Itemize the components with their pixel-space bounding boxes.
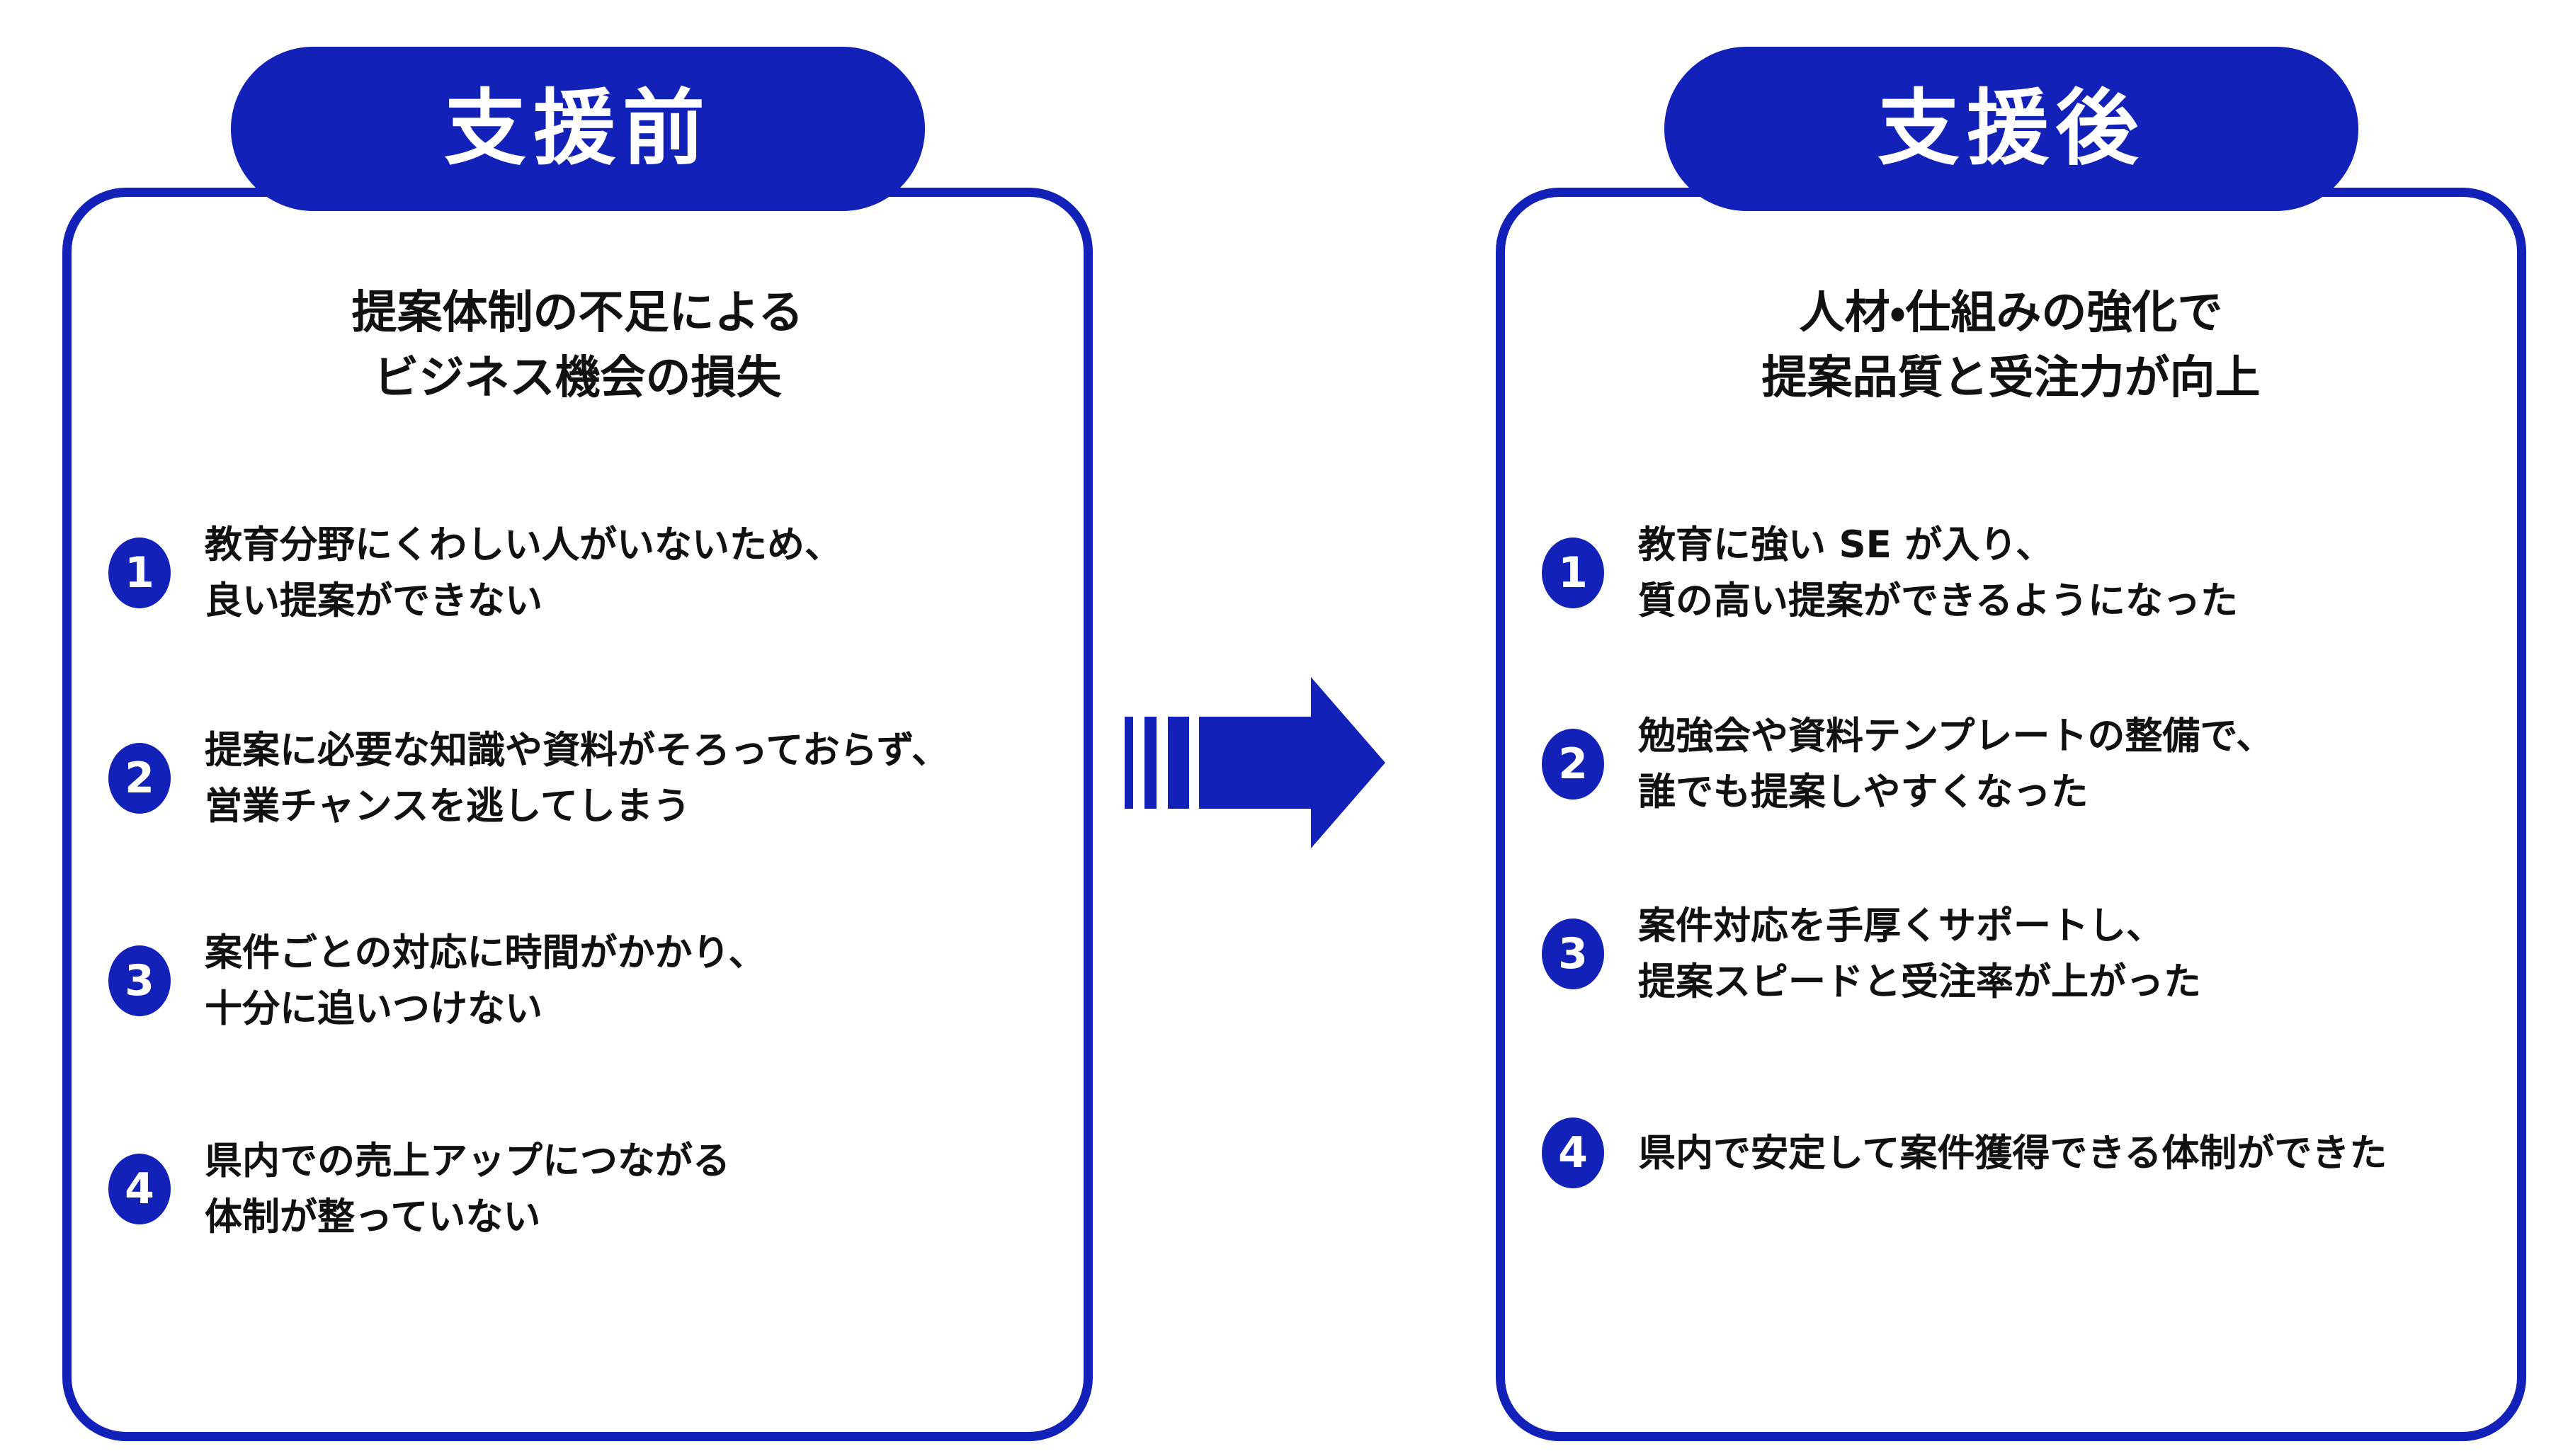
badge-number: 4	[1558, 1128, 1588, 1178]
after-subtitle: 人材・仕組みの強化で 提案品質と受注力が向上	[1505, 280, 2517, 411]
before-item-4: 4 県内での売上アップにつながる 体制が整っていない	[108, 1133, 730, 1245]
number-badge-2: 2	[108, 743, 171, 814]
before-item-3-text: 案件ごとの対応に時間がかかり、 十分に追いつけない	[205, 925, 766, 1037]
before-box: 提案体制の不足による ビジネス機会の損失 1 教育分野にくわしい人がいないため、…	[62, 188, 1093, 1441]
text-line: 質の高い提案ができるようになった	[1638, 579, 2238, 622]
after-box: 人材・仕組みの強化で 提案品質と受注力が向上 1 教育に強い SE が入り、 質…	[1496, 188, 2526, 1441]
text-line: 案件ごとの対応に時間がかかり、	[205, 931, 766, 974]
before-item-4-text: 県内での売上アップにつながる 体制が整っていない	[205, 1133, 730, 1245]
number-badge-4: 4	[108, 1154, 171, 1224]
after-item-2: 2 勉強会や資料テンプレートの整備で、 誰でも提案しやすくなった	[1542, 708, 2273, 820]
text-line: 勉強会や資料テンプレートの整備で、	[1638, 715, 2274, 758]
text-line: 県内で安定して案件獲得できる体制ができた	[1638, 1131, 2387, 1175]
before-subtitle-line-1: 提案体制の不足による	[351, 287, 804, 339]
before-title: 支援前	[444, 81, 712, 176]
badge-number: 4	[125, 1164, 154, 1214]
after-item-3: 3 案件対応を手厚くサポートし、 提案スピードと受注率が上がった	[1542, 898, 2201, 1010]
text-line: 案件対応を手厚くサポートし、	[1638, 904, 2164, 948]
before-item-3: 3 案件ごとの対応に時間がかかり、 十分に追いつけない	[108, 925, 766, 1037]
before-title-pill: 支援前	[231, 47, 925, 211]
after-item-2-text: 勉強会や資料テンプレートの整備で、 誰でも提案しやすくなった	[1638, 708, 2273, 820]
number-badge-3: 3	[1542, 918, 1604, 989]
before-item-1: 1 教育分野にくわしい人がいないため、 良い提案ができない	[108, 517, 842, 629]
after-title-pill: 支援後	[1664, 47, 2358, 211]
text-line: 体制が整っていない	[205, 1195, 541, 1239]
before-item-1-text: 教育分野にくわしい人がいないため、 良い提案ができない	[205, 517, 842, 629]
text-line: 県内での売上アップにつながる	[205, 1139, 730, 1183]
badge-number: 3	[125, 956, 154, 1006]
text-line: 教育分野にくわしい人がいないため、	[205, 523, 842, 567]
number-badge-2: 2	[1542, 729, 1604, 800]
after-item-3-text: 案件対応を手厚くサポートし、 提案スピードと受注率が上がった	[1638, 898, 2201, 1010]
number-badge-3: 3	[108, 945, 171, 1016]
after-subtitle-line-1: 人材・仕組みの強化で	[1799, 287, 2223, 339]
text-line: 誰でも提案しやすくなった	[1638, 770, 2089, 814]
text-line: 提案に必要な知識や資料がそろっておらず、	[205, 729, 949, 772]
badge-number: 1	[1558, 548, 1588, 598]
after-item-1: 1 教育に強い SE が入り、 質の高い提案ができるようになった	[1542, 517, 2238, 629]
after-title: 支援後	[1877, 81, 2145, 176]
after-item-4-text: 県内で安定して案件獲得できる体制ができた	[1638, 1125, 2387, 1181]
after-item-4: 4 県内で安定して案件獲得できる体制ができた	[1542, 1117, 2387, 1188]
text-line: 教育に強い SE が入り、	[1638, 523, 2054, 567]
after-item-1-text: 教育に強い SE が入り、 質の高い提案ができるようになった	[1638, 517, 2238, 629]
number-badge-1: 1	[108, 538, 171, 608]
number-badge-1: 1	[1542, 538, 1604, 608]
text-line: 十分に追いつけない	[205, 987, 542, 1030]
badge-number: 2	[125, 753, 154, 803]
badge-number: 1	[125, 548, 154, 598]
text-line: 良い提案ができない	[205, 579, 542, 622]
before-item-2: 2 提案に必要な知識や資料がそろっておらず、 営業チャンスを逃してしまう	[108, 722, 949, 834]
badge-number: 2	[1558, 739, 1588, 789]
transition-arrow-icon	[1125, 671, 1385, 854]
number-badge-4: 4	[1542, 1117, 1604, 1188]
text-line: 提案スピードと受注率が上がった	[1638, 960, 2201, 1003]
after-subtitle-line-2: 提案品質と受注力が向上	[1761, 352, 2261, 404]
before-subtitle-line-2: ビジネス機会の損失	[373, 352, 782, 404]
text-line: 営業チャンスを逃してしまう	[205, 785, 691, 828]
badge-number: 3	[1558, 929, 1588, 979]
before-item-2-text: 提案に必要な知識や資料がそろっておらず、 営業チャンスを逃してしまう	[205, 722, 949, 834]
before-subtitle: 提案体制の不足による ビジネス機会の損失	[72, 280, 1084, 411]
